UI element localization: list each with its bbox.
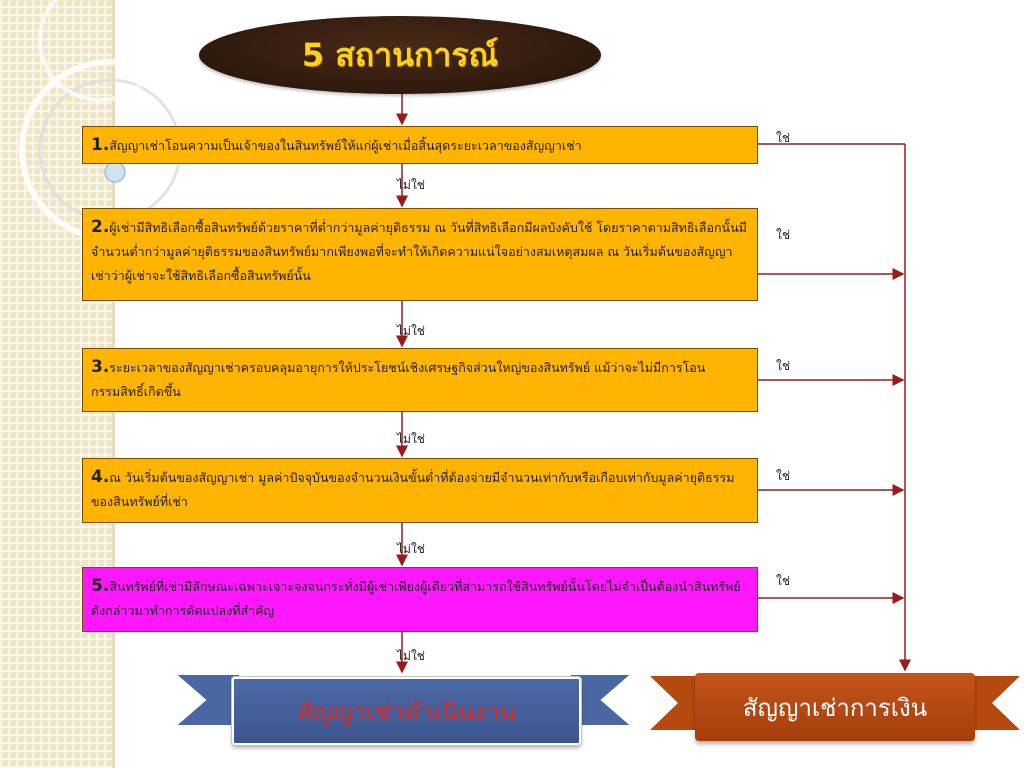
step-box-5: 5.สินทรัพย์ที่เช่ามีลักษณะเฉพาะเจาะจงจนก…	[82, 567, 758, 632]
yes-label-5: ใช่	[776, 574, 791, 588]
step-number-1: 1.	[91, 135, 110, 155]
yes-label-2: ใช่	[776, 228, 791, 242]
no-label-4: ไม่ใช่	[397, 542, 425, 556]
operating-banner-left-wing	[172, 673, 241, 727]
no-label-3: ไม่ใช่	[397, 432, 425, 446]
yes-label-3: ใช่	[776, 359, 791, 373]
finance-banner-right-wing	[960, 676, 1020, 730]
no-label-2: ไม่ใช่	[397, 324, 425, 338]
operating-lease-banner: สัญญาเช่าดำเนินงาน	[232, 677, 581, 745]
step-text-4: ณ วันเริ่มต้นของสัญญาเช่า มูลค่าปัจจุบัน…	[91, 470, 735, 509]
yes-label-1: ใช่	[776, 131, 791, 145]
step-text-2: ผู้เช่ามีสิทธิเลือกซื้อสินทรัพย์ด้วยราคา…	[91, 220, 747, 283]
operating-lease-label: สัญญาเช่าดำเนินงาน	[297, 697, 516, 726]
no-label-1: ไม่ใช่	[397, 178, 425, 192]
step-number-2: 2.	[91, 217, 110, 237]
step-number-3: 3.	[91, 357, 110, 377]
finance-lease-label: สัญญาเช่าการเงิน	[742, 693, 928, 722]
step-box-2: 2.ผู้เช่ามีสิทธิเลือกซื้อสินทรัพย์ด้วยรา…	[82, 208, 758, 301]
step-text-1: สัญญาเช่าโอนความเป็นเจ้าของในสินทรัพย์ให…	[109, 138, 582, 153]
step-box-1: 1.สัญญาเช่าโอนความเป็นเจ้าของในสินทรัพย์…	[82, 126, 758, 164]
step-number-4: 4.	[91, 467, 110, 487]
step-text-5: สินทรัพย์ที่เช่ามีลักษณะเฉพาะเจาะจงจนกระ…	[91, 579, 741, 618]
step-number-5: 5.	[91, 576, 110, 596]
step-text-3: ระยะเวลาของสัญญาเช่าครอบคลุมอายุการให้ปร…	[91, 360, 706, 399]
page-title: 5 สถานการณ์	[301, 35, 499, 74]
step-box-4: 4.ณ วันเริ่มต้นของสัญญาเช่า มูลค่าปัจจุบ…	[82, 458, 758, 523]
step-box-3: 3.ระยะเวลาของสัญญาเช่าครอบคลุมอายุการให้…	[82, 348, 758, 412]
yes-label-4: ใช่	[776, 469, 791, 483]
title-ellipse: 5 สถานการณ์	[199, 16, 601, 94]
no-label-5: ไม่ใช่	[397, 649, 425, 663]
finance-lease-banner: สัญญาเช่าการเงิน	[695, 673, 975, 741]
